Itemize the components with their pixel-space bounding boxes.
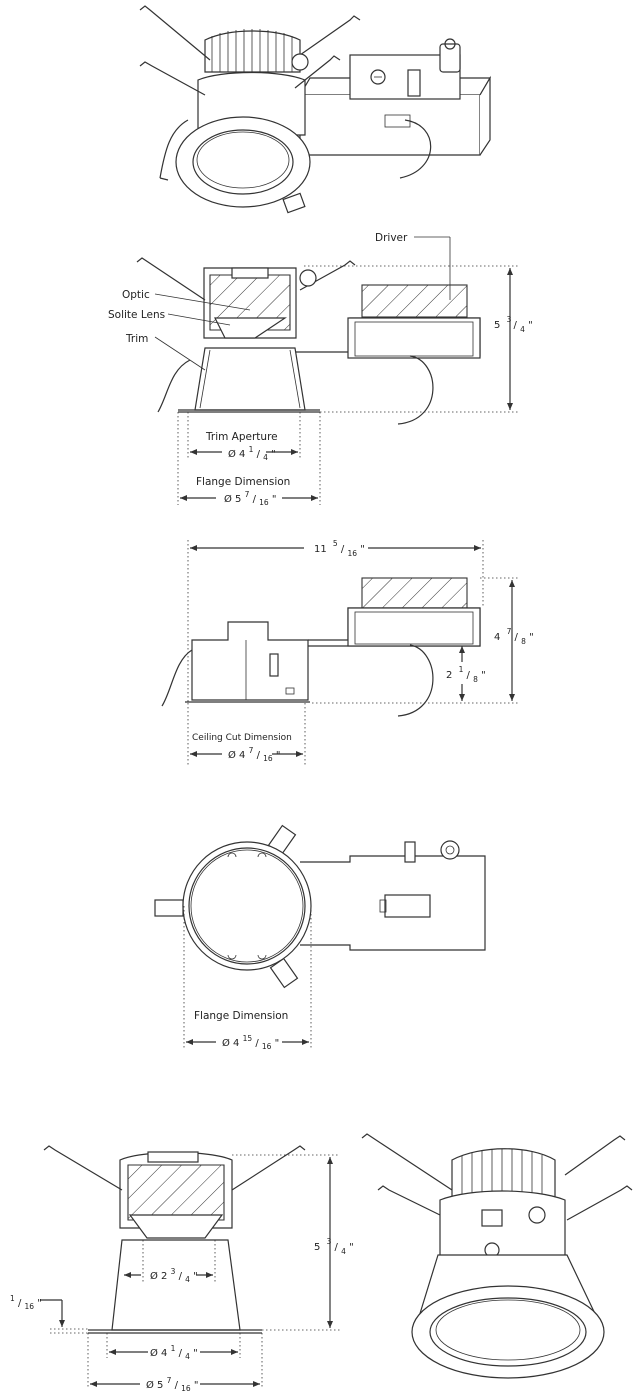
trim-aperture-label: Trim Aperture <box>205 431 278 443</box>
flange-thickness-dimension: 1 / 16 " <box>10 1293 42 1312</box>
flange-dimension-value: Ø 5 7 / 16 " <box>224 489 276 508</box>
module-section-labels: 1 / 16 " 5 3 / 4 " Ø 2 3 / 4 " Ø 4 1 / 4… <box>10 1236 354 1393</box>
side-view-labels: 11 5 / 16 " 4 7 / 8 " 2 1 / 8 " Ceiling … <box>192 538 534 764</box>
optic-label: Optic <box>122 289 150 301</box>
heatsink-fins <box>204 29 301 73</box>
ceiling-cut-dimension: Ø 4 7 / 16 " <box>228 745 280 764</box>
reflector-dimension: Ø 2 3 / 4 " <box>150 1266 198 1285</box>
trim-aperture-dimension: Ø 4 1 / 4 " <box>228 444 276 463</box>
solite-lens-label: Solite Lens <box>108 309 165 321</box>
top-flange-dimension: Ø 4 15 / 16 " <box>222 1033 279 1052</box>
module-aperture-dimension: Ø 4 1 / 4 " <box>150 1343 198 1362</box>
height-dimension: 4 7 / 8 " <box>494 626 534 647</box>
driver-label: Driver <box>375 232 408 244</box>
front-section-labels: Driver Optic Solite Lens Trim Trim Apert… <box>108 232 533 508</box>
top-view <box>154 824 486 1050</box>
module-isometric-view <box>361 1133 633 1379</box>
isometric-housing-view <box>139 5 492 214</box>
front-section-view <box>136 236 520 505</box>
side-housing-view <box>161 540 520 765</box>
height-dimension: 5 3 / 4 " <box>494 314 533 335</box>
flange-dimension-label: Flange Dimension <box>196 476 290 488</box>
trim-label: Trim <box>125 333 148 345</box>
module-height-dimension: 5 3 / 4 " <box>314 1236 354 1257</box>
width-dimension: 11 5 / 16 " <box>314 538 365 559</box>
module-flange-dimension: Ø 5 7 / 16 " <box>146 1375 198 1393</box>
ceiling-cut-label: Ceiling Cut Dimension <box>192 733 292 743</box>
top-flange-label: Flange Dimension <box>194 1010 288 1022</box>
offset-dimension: 2 1 / 8 " <box>446 664 486 685</box>
top-view-labels: Flange Dimension Ø 4 15 / 16 " <box>194 1010 288 1052</box>
module-section-view <box>40 1145 340 1388</box>
